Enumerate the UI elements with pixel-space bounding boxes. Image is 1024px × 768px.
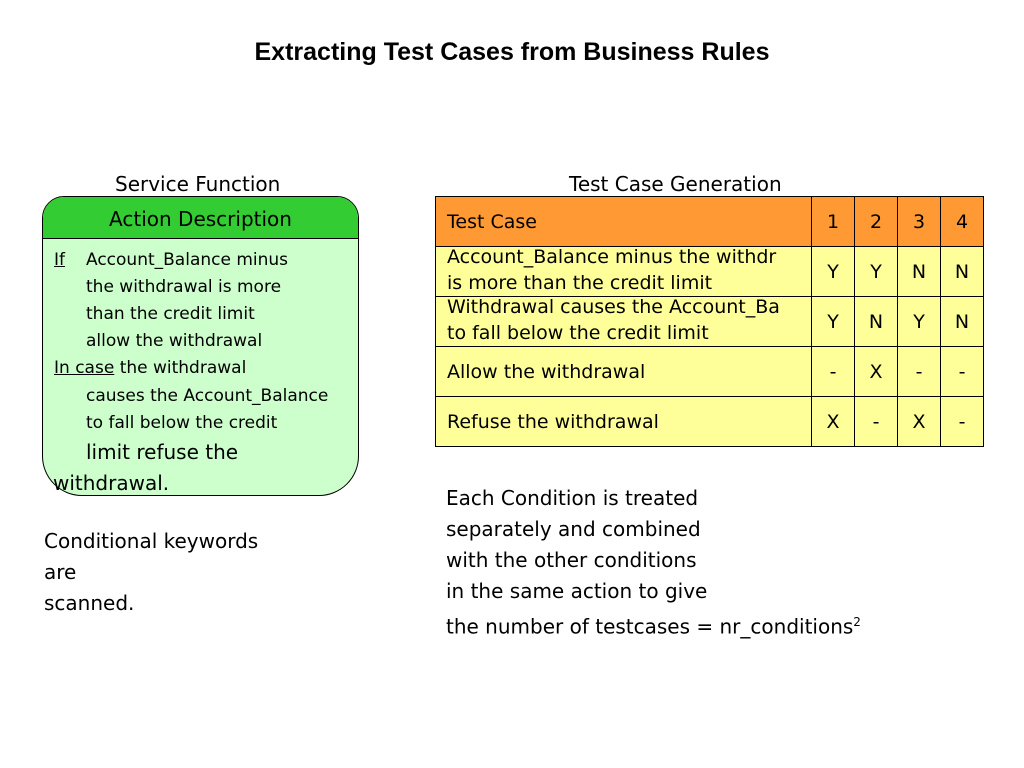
value-cell: X bbox=[854, 346, 898, 397]
rule-line: the withdrawal is more bbox=[86, 277, 282, 297]
condition-cell: Account_Balance minus the withdr is more… bbox=[435, 246, 812, 297]
table-header-row: Test Case 1 2 3 4 bbox=[435, 196, 984, 247]
value-cell: - bbox=[940, 346, 984, 397]
value-cell: N bbox=[854, 296, 898, 347]
service-function-box: Action Description If Account_Balance mi… bbox=[42, 196, 359, 496]
table-row: Allow the withdrawal - X - - bbox=[435, 346, 984, 397]
table-row: Withdrawal causes the Account_Ba to fall… bbox=[435, 296, 984, 347]
header-cell: Test Case bbox=[435, 196, 812, 247]
if-keyword: If bbox=[54, 250, 65, 270]
value-cell: - bbox=[811, 346, 855, 397]
table-row: Refuse the withdrawal X - X - bbox=[435, 396, 984, 447]
value-cell: Y bbox=[811, 246, 855, 297]
test-case-generation-label: Test Case Generation bbox=[569, 172, 782, 196]
value-cell: X bbox=[811, 396, 855, 447]
value-cell: N bbox=[940, 296, 984, 347]
rule-line: to fall below the credit bbox=[86, 413, 278, 433]
rule-line: In case the withdrawal bbox=[54, 358, 247, 378]
action-cell: Allow the withdrawal bbox=[435, 346, 812, 397]
value-cell: N bbox=[897, 246, 941, 297]
header-cell: 2 bbox=[854, 196, 898, 247]
value-cell: Y bbox=[811, 296, 855, 347]
left-note: Conditional keywords are scanned. bbox=[44, 529, 259, 615]
rule-line: Account_Balance minus bbox=[86, 250, 289, 270]
rule-line: withdrawal. bbox=[53, 471, 170, 495]
header-cell: 3 bbox=[897, 196, 941, 247]
service-function-label: Service Function bbox=[115, 172, 281, 196]
page-title: Extracting Test Cases from Business Rule… bbox=[254, 38, 770, 66]
right-note: Each Condition is treated separately and… bbox=[446, 486, 861, 639]
value-cell: X bbox=[897, 396, 941, 447]
rule-line: causes the Account_Balance bbox=[86, 386, 329, 406]
in-case-keyword: In case bbox=[54, 358, 115, 378]
table-row: Account_Balance minus the withdr is more… bbox=[435, 246, 984, 297]
value-cell: - bbox=[854, 396, 898, 447]
action-description-header: Action Description bbox=[43, 197, 358, 239]
action-cell: Refuse the withdrawal bbox=[435, 396, 812, 447]
exponent: 2 bbox=[853, 615, 861, 629]
value-cell: Y bbox=[897, 296, 941, 347]
test-case-table: Test Case 1 2 3 4 Account_Balance minus … bbox=[435, 196, 984, 447]
rule-line: than the credit limit bbox=[86, 304, 255, 324]
rule-line: limit refuse the bbox=[86, 440, 239, 464]
condition-cell: Withdrawal causes the Account_Ba to fall… bbox=[435, 296, 812, 347]
value-cell: - bbox=[940, 396, 984, 447]
value-cell: Y bbox=[854, 246, 898, 297]
rule-line: allow the withdrawal bbox=[86, 331, 263, 351]
header-cell: 1 bbox=[811, 196, 855, 247]
value-cell: N bbox=[940, 246, 984, 297]
value-cell: - bbox=[897, 346, 941, 397]
header-cell: 4 bbox=[940, 196, 984, 247]
